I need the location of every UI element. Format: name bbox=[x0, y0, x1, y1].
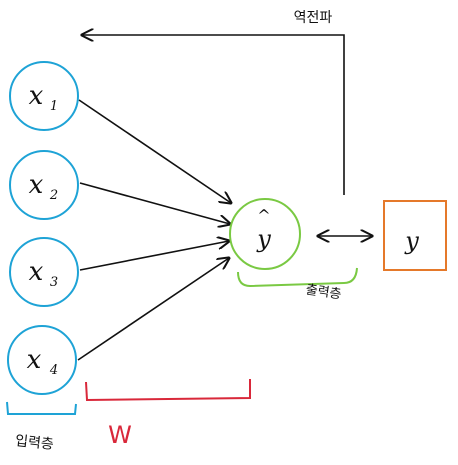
edge-x2-to-output bbox=[79, 182, 230, 224]
input-node-2: x 2 bbox=[9, 150, 79, 220]
input-node-3: x 3 bbox=[9, 237, 79, 307]
edge-x1-to-output bbox=[78, 99, 231, 203]
input-node-3-label: x bbox=[29, 257, 44, 287]
input-node-2-label: x bbox=[29, 170, 44, 200]
output-label: y bbox=[256, 225, 271, 253]
backprop-label: 역전파 bbox=[294, 10, 333, 26]
input-node-1-label: x bbox=[29, 81, 44, 111]
input-node-1: x 1 bbox=[9, 61, 79, 131]
input-layer-label: 입력층 bbox=[14, 433, 54, 453]
input-node-4: x 4 bbox=[7, 325, 77, 395]
input-node-2-subscript: 2 bbox=[49, 188, 58, 203]
weights-label: W bbox=[108, 421, 132, 449]
input-node-4-subscript: 4 bbox=[49, 363, 58, 378]
input-node-3-subscript: 3 bbox=[50, 275, 58, 290]
target-label: y bbox=[404, 227, 419, 255]
weights-bracket bbox=[85, 379, 251, 402]
target-box: y bbox=[383, 200, 447, 271]
edge-x3-to-output bbox=[79, 241, 229, 271]
output-layer-bracket bbox=[237, 267, 358, 288]
output-hat: ^ bbox=[257, 206, 270, 225]
input-layer-bracket bbox=[6, 401, 77, 415]
input-node-1-subscript: 1 bbox=[50, 99, 58, 114]
input-node-4-label: x bbox=[27, 345, 42, 375]
backprop-arrow bbox=[82, 35, 345, 195]
output-layer-label: 출력층 bbox=[305, 283, 343, 303]
edge-x4-to-output bbox=[77, 258, 229, 361]
output-node: ^ y bbox=[229, 198, 301, 270]
